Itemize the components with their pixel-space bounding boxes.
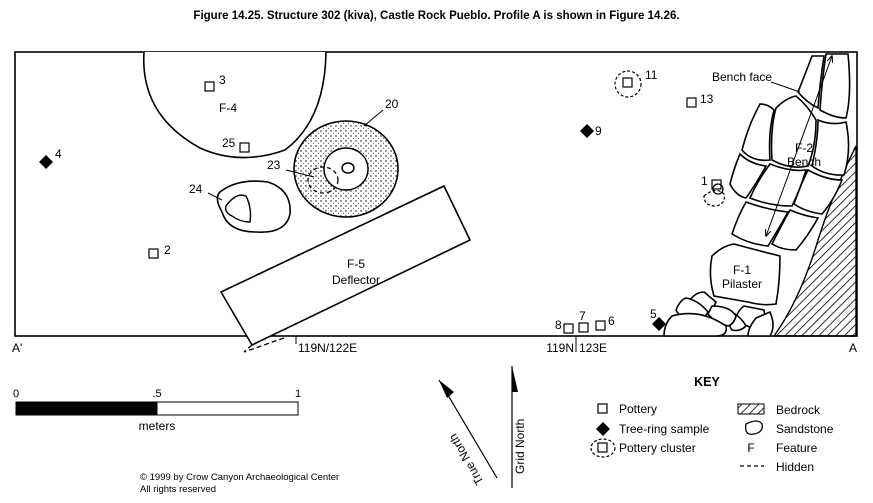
leader-20 [363,109,384,127]
feature-f2-label: F-2 [795,141,813,155]
bench-extent-arrow [766,56,832,236]
scale-tick-0: 0 [13,388,19,400]
key-sandstone: Sandstone [776,422,834,436]
true-north-label: True North [446,431,487,487]
grid-north-label: Grid North [513,419,527,474]
label-9: 9 [595,124,602,138]
true-north-arrow: True North [438,379,498,488]
label-8: 8 [555,318,562,332]
pottery-25 [239,142,250,153]
feature-23-hidden [307,166,339,194]
pottery-3 [204,81,215,92]
feature-f4-outline [142,51,327,159]
pottery-7 [578,322,589,333]
label-24: 24 [189,182,203,196]
feature-24-inner [224,194,252,223]
pottery-8 [563,323,574,334]
label-3: 3 [219,73,226,87]
deflector-hidden-edge [243,337,285,353]
rights-line: All rights reserved [140,484,217,495]
scale-tick-half: .5 [152,388,161,400]
label-1: 1 [701,174,708,188]
key-pottery: Pottery [619,402,657,416]
key-pottery-icon [597,403,608,414]
pottery-11 [622,77,633,88]
pottery-2 [148,248,159,259]
datum-2-east: 123E [579,341,607,355]
label-4: 4 [55,147,62,161]
profile-left-label: A' [12,341,22,355]
feature-20-center [341,162,355,174]
key-sandstone-icon [745,420,763,435]
label-25: 25 [222,136,236,150]
feature-f1-sublabel: Pilaster [722,277,762,291]
label-23: 23 [267,158,281,172]
datum-1: 119N/122E [298,341,357,355]
tree-ring-9 [580,124,594,138]
feature-f5-sublabel: Deflector [332,273,380,287]
profile-right-label: A [849,341,857,355]
feature-f4-label: F-4 [219,101,237,115]
key-pottery-cluster: Pottery cluster [619,441,696,455]
bench-face-label: Bench face [712,70,772,84]
key-bedrock-icon [737,403,765,415]
pottery-cluster-11 [614,70,642,98]
tree-ring-5 [652,317,666,331]
key-bedrock: Bedrock [776,403,821,417]
leader-23 [285,169,315,178]
key-tree-ring: Tree-ring sample [619,422,710,436]
label-7: 7 [579,309,586,323]
feature-f1-label: F-1 [733,263,751,277]
key-tree-ring-icon [596,422,610,436]
pottery-6 [595,320,606,331]
scale-bar [15,401,299,416]
figure-title: Figure 14.25. Structure 302 (kiva), Cast… [193,10,680,22]
tree-ring-points [39,124,666,331]
label-2: 2 [164,243,171,257]
feature-f2-sublabel: Bench [787,155,821,169]
bench-face-leader [770,81,801,93]
copyright-line: © 1999 by Crow Canyon Archaeological Cen… [140,472,340,483]
label-5: 5 [650,307,657,321]
key-cluster-icon [590,438,616,458]
label-13: 13 [700,92,714,106]
pottery-13 [686,97,697,108]
key-title: KEY [694,375,720,389]
tree-ring-4 [39,155,53,169]
label-6: 6 [608,314,615,328]
feature-f5-label: F-5 [347,257,365,271]
key-hidden: Hidden [776,460,814,474]
scale-unit: meters [139,419,176,433]
feature-f5-deflector [219,184,472,347]
label-20: 20 [385,97,399,111]
excavation-boundary [14,51,858,337]
label-11: 11 [645,68,658,82]
scale-tick-1: 1 [295,388,301,400]
key-feature: Feature [776,441,818,455]
key-feature-symbol: F [747,441,754,455]
grid-north-arrow: Grid North [511,366,527,488]
leader-24 [207,192,223,201]
pottery-1-ring [712,183,724,195]
datum-2-north: 119N [546,341,574,355]
feature-24-outer [216,180,291,233]
